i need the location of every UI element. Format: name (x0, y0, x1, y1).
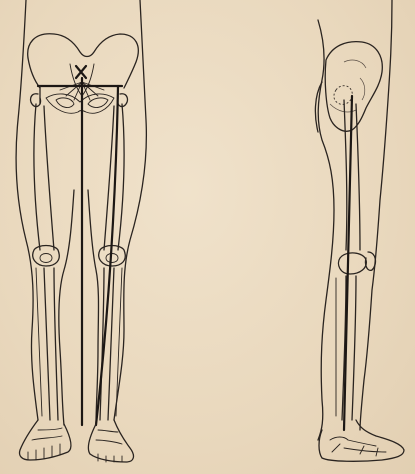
front-right-leg-outline-outer (16, 0, 38, 420)
front-left-leg-outline-outer (114, 0, 146, 420)
front-femur-right (34, 104, 54, 250)
front-tibia-right (44, 268, 58, 420)
side-view-leg (315, 0, 404, 461)
front-foot-left-toes (96, 430, 122, 462)
front-x-marker (76, 66, 86, 78)
front-tibia-left (100, 268, 114, 420)
front-foot-right (19, 420, 70, 460)
side-back-outline (318, 20, 334, 440)
side-pelvis-detail (330, 60, 366, 112)
side-patella (365, 252, 375, 270)
front-left-leg-outline-inner (88, 190, 99, 425)
front-fibula-left (116, 268, 122, 416)
front-femur-left (104, 104, 124, 250)
side-front-outline (360, 0, 392, 430)
side-pelvis-acetabulum (334, 86, 352, 105)
side-foot-bones (330, 437, 386, 456)
front-fibula-right (36, 268, 42, 416)
front-pelvis-obturator-left (88, 98, 108, 108)
front-pelvis-obturator-right (56, 98, 74, 108)
front-pelvis-ilium-right (28, 58, 40, 88)
front-patella-right (40, 254, 52, 263)
front-pelvis-pubis (46, 94, 114, 113)
side-foot (319, 420, 404, 461)
side-knee (338, 253, 366, 274)
front-view-legs (16, 0, 146, 462)
side-pelvis (325, 42, 382, 132)
front-right-leg-outline-inner (59, 190, 74, 425)
